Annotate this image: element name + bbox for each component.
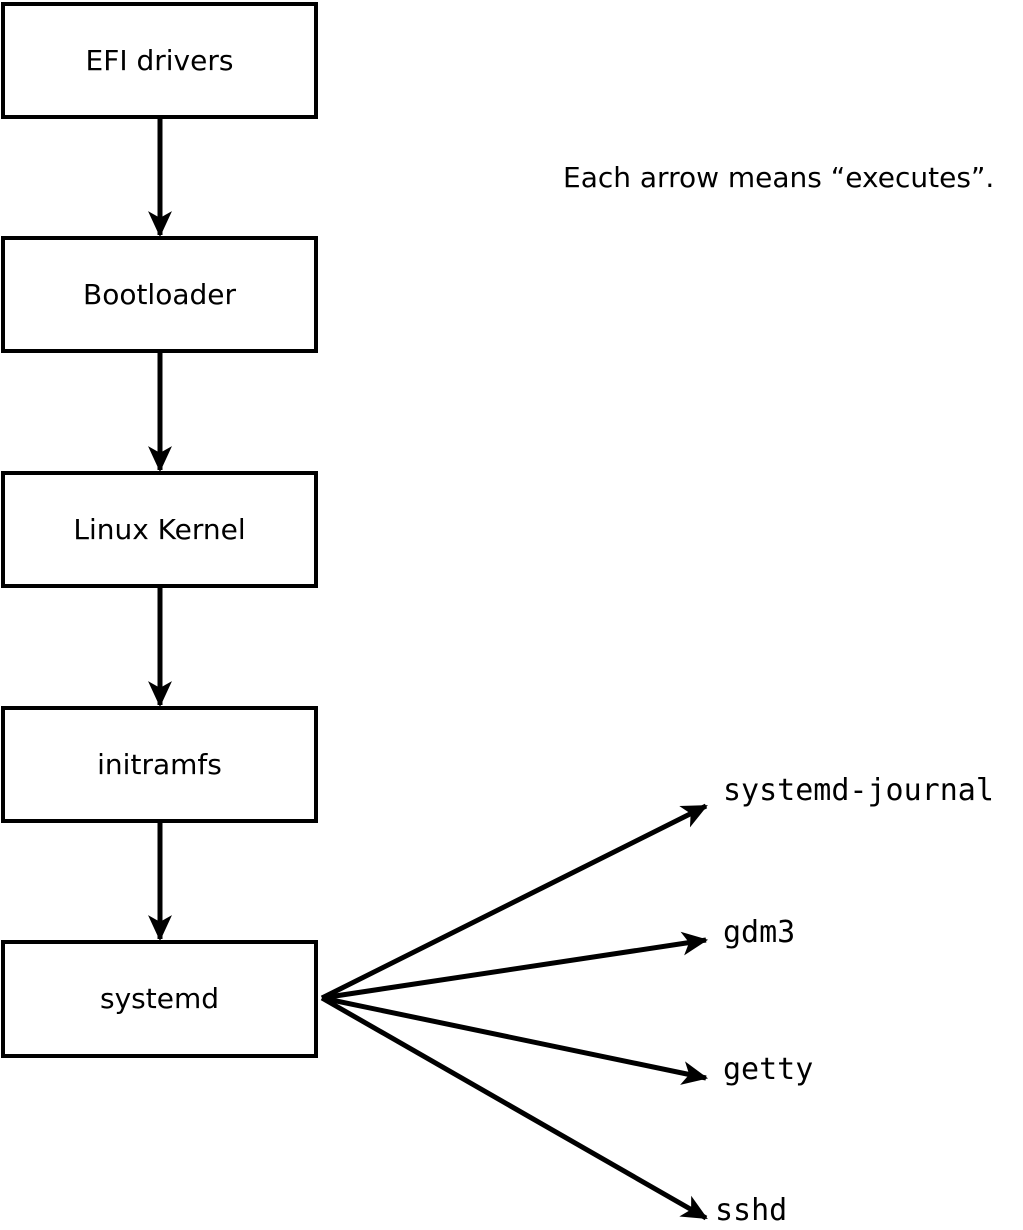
process-box-label: systemd [100, 982, 219, 1015]
process-box-label: Bootloader [82, 277, 237, 311]
service-label-systemd-journal[interactable]: systemd-journal [723, 773, 994, 808]
process-box-initramfs[interactable]: initramfs [1, 706, 318, 823]
service-arrow-getty [321, 995, 709, 1085]
service-label-getty[interactable]: getty [723, 1052, 814, 1087]
process-box-label: initramfs [97, 747, 222, 781]
service-label-gdm3[interactable]: gdm3 [723, 915, 796, 950]
process-box-label: EFI drivers [85, 43, 234, 77]
process-box-systemd[interactable]: systemd [1, 940, 318, 1058]
service-arrow-systemd-journal [320, 803, 708, 1001]
service-arrow-sshd [320, 995, 708, 1221]
service-arrow-gdm3 [321, 931, 709, 1001]
process-box-efi-drivers[interactable]: EFI drivers [1, 2, 318, 119]
process-box-label: Linux Kernel [73, 512, 246, 546]
legend-caption: Each arrow means “executes”. [563, 161, 995, 194]
service-label-sshd[interactable]: sshd [715, 1193, 788, 1228]
service-fan-arrow-group [320, 803, 709, 1221]
process-box-linux-kernel[interactable]: Linux Kernel [1, 471, 318, 588]
process-box-bootloader[interactable]: Bootloader [1, 236, 318, 353]
